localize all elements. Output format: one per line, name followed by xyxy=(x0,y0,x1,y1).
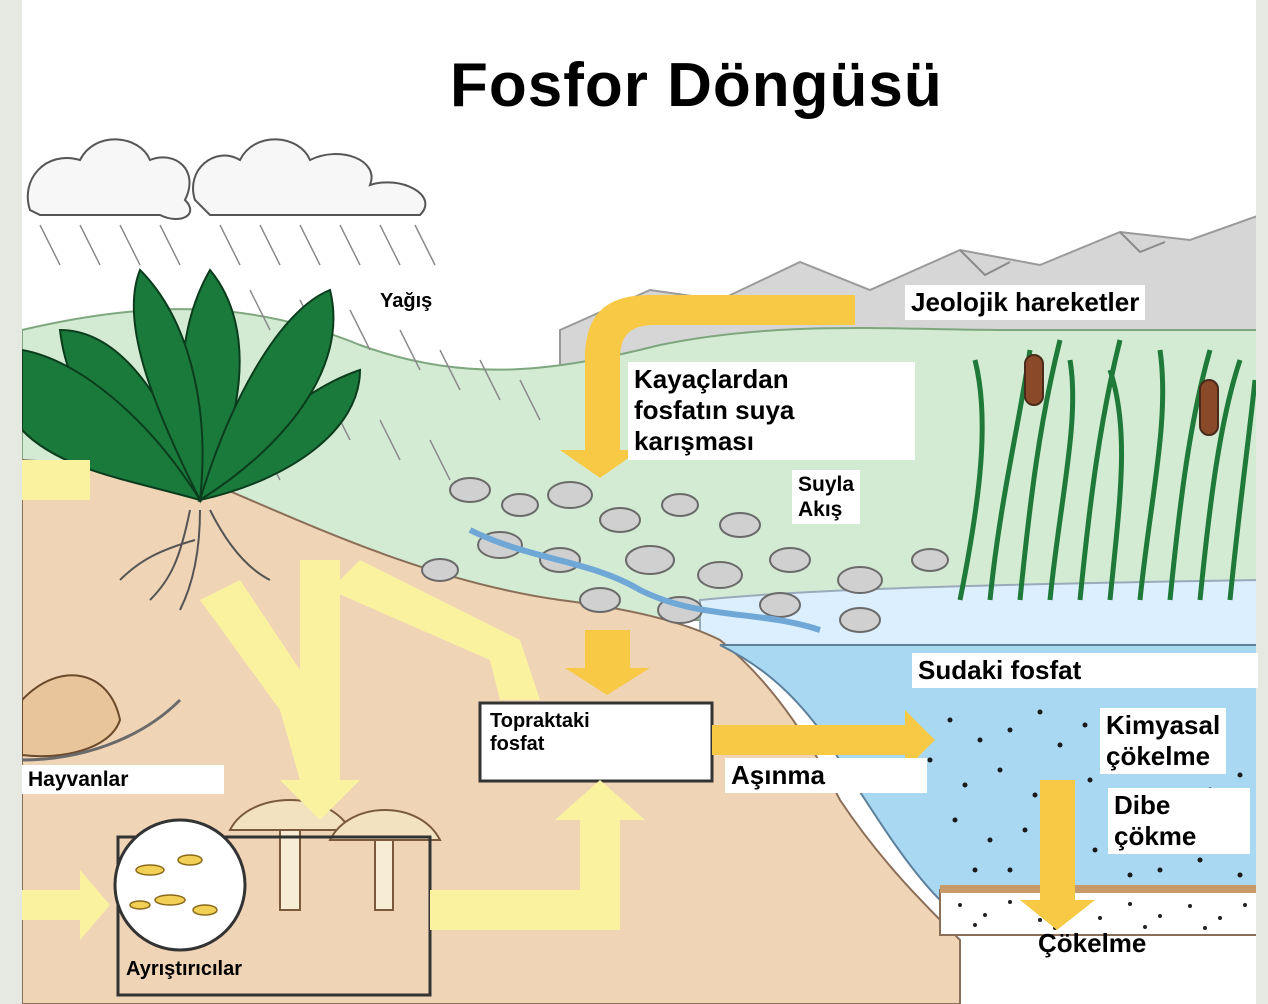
rock-leaching-label: Kayaçlardan fosfatın suya karışması xyxy=(628,362,915,460)
soil-phosphate-label: Topraktaki fosfat xyxy=(490,710,590,756)
sediment-top xyxy=(940,885,1260,893)
runoff-label: Suyla Akış xyxy=(792,470,860,524)
sedimentation-label: Çökelme xyxy=(1030,926,1154,961)
geological-label: Jeolojik hareketler xyxy=(905,285,1145,320)
right-edge-band xyxy=(1256,0,1268,1004)
microbe-circle xyxy=(115,820,245,950)
precipitation-label: Yağış xyxy=(380,290,432,313)
decomposers-label: Ayrıştırıcılar xyxy=(122,955,246,983)
animals-label: Hayvanlar xyxy=(22,765,224,794)
left-edge-band xyxy=(0,0,22,1004)
erosion-label: Aşınma xyxy=(725,758,927,793)
settling-label: Dibe çökme xyxy=(1108,788,1250,854)
diagram-title: Fosfor Döngüsü xyxy=(450,50,943,121)
chemical-precipitation-label: Kimyasal çökelme xyxy=(1100,708,1226,774)
water-phosphate-label: Sudaki fosfat xyxy=(912,653,1258,688)
